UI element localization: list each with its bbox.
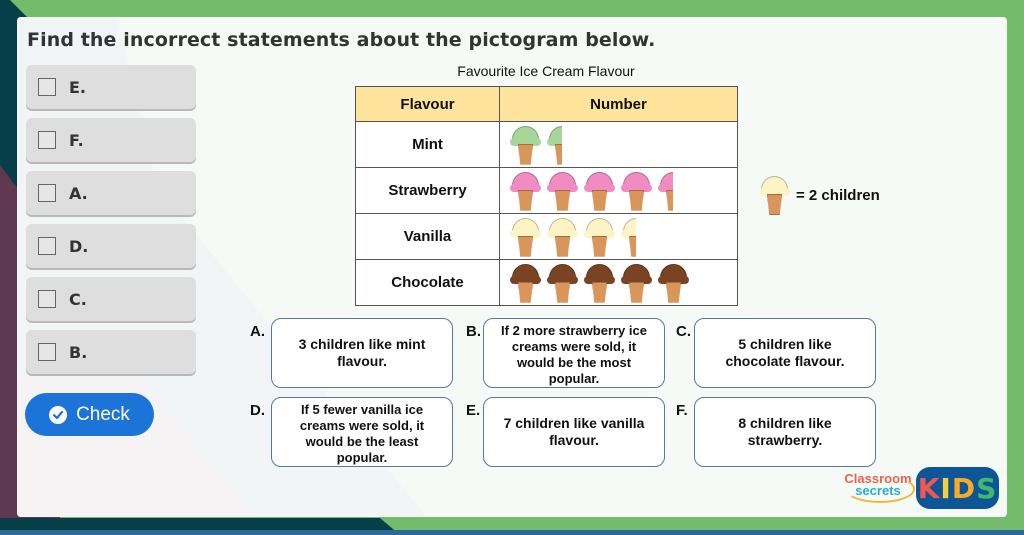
table-row: Strawberry <box>355 167 738 214</box>
checkbox[interactable] <box>38 131 56 149</box>
statement-d: If 5 fewer vanilla ice creams were sold,… <box>271 397 453 467</box>
statement-a: 3 children like mint flavour. <box>271 318 453 388</box>
pictogram-table: Flavour Number Mint Strawberry Vanilla C… <box>355 86 738 306</box>
statement-letter: D. <box>250 402 265 419</box>
statement-f: 8 children like strawberry. <box>694 397 876 467</box>
option-label: B. <box>69 342 88 362</box>
option-b[interactable]: B. <box>26 330 196 374</box>
icon-cell <box>499 121 738 168</box>
ice-cream-icon <box>582 170 617 212</box>
option-c[interactable]: C. <box>26 277 196 321</box>
ice-cream-icon <box>545 262 580 304</box>
option-f[interactable]: F. <box>26 118 196 162</box>
option-label: D. <box>69 236 89 256</box>
icon-cell <box>499 259 738 306</box>
check-label: Check <box>76 403 130 425</box>
ice-cream-icon <box>508 170 543 212</box>
option-e[interactable]: E. <box>26 65 196 109</box>
ice-cream-icon <box>582 216 617 258</box>
ice-cream-cone-icon <box>757 174 792 216</box>
check-button[interactable]: Check <box>25 393 154 436</box>
ice-cream-icon <box>508 216 543 258</box>
checkbox[interactable] <box>38 184 56 202</box>
kids-logo: KIDS <box>916 467 999 509</box>
checkbox[interactable] <box>38 237 56 255</box>
option-label: F. <box>69 130 84 150</box>
half-ice-cream-icon <box>656 170 673 212</box>
ice-cream-icon <box>508 124 543 166</box>
ice-cream-icon <box>656 262 691 304</box>
statement-letter: E. <box>466 402 481 419</box>
key-text: = 2 children <box>796 186 880 204</box>
ice-cream-icon <box>508 262 543 304</box>
flavour-name: Mint <box>355 121 500 168</box>
table-row: Chocolate <box>355 259 738 306</box>
icon-cell <box>499 167 738 214</box>
ice-cream-icon <box>545 216 580 258</box>
statement-b: If 2 more strawberry ice creams were sol… <box>483 318 665 388</box>
flavour-name: Strawberry <box>355 167 500 214</box>
header-flavour: Flavour <box>355 86 500 122</box>
option-label: A. <box>69 183 88 203</box>
statement-letter: B. <box>466 323 481 340</box>
kids-letters: KIDS <box>917 471 998 505</box>
logo-arc <box>845 475 915 503</box>
table-row: Mint <box>355 121 738 168</box>
table-row: Vanilla <box>355 213 738 260</box>
icon-cell <box>499 213 738 260</box>
option-label: C. <box>69 289 87 309</box>
statement-letter: F. <box>676 402 688 419</box>
check-circle-icon <box>49 405 68 424</box>
pictogram-key: = 2 children <box>757 174 880 216</box>
statement-letter: C. <box>676 323 691 340</box>
checkbox[interactable] <box>38 290 56 308</box>
statement-e: 7 children like vanilla flavour. <box>483 397 665 467</box>
bg-bottom-strip <box>0 530 1024 535</box>
flavour-name: Vanilla <box>355 213 500 260</box>
statement-letter: A. <box>250 323 265 340</box>
ice-cream-icon <box>619 170 654 212</box>
statement-c: 5 children like chocolate flavour. <box>694 318 876 388</box>
option-a[interactable]: A. <box>26 171 196 215</box>
ice-cream-icon <box>545 170 580 212</box>
checkbox[interactable] <box>38 78 56 96</box>
option-label: E. <box>69 77 87 97</box>
flavour-name: Chocolate <box>355 259 500 306</box>
checkbox[interactable] <box>38 343 56 361</box>
half-ice-cream-icon <box>545 124 562 166</box>
question-title: Find the incorrect statements about the … <box>27 29 656 51</box>
pictogram-title: Favourite Ice Cream Flavour <box>457 63 635 79</box>
half-ice-cream-icon <box>619 216 636 258</box>
ice-cream-icon <box>619 262 654 304</box>
option-d[interactable]: D. <box>26 224 196 268</box>
classroom-secrets-logo: Classroom secrets <box>841 472 915 505</box>
header-number: Number <box>499 86 738 122</box>
ice-cream-icon <box>582 262 617 304</box>
table-header-row: Flavour Number <box>355 86 738 122</box>
activity-card: Find the incorrect statements about the … <box>17 17 1007 517</box>
